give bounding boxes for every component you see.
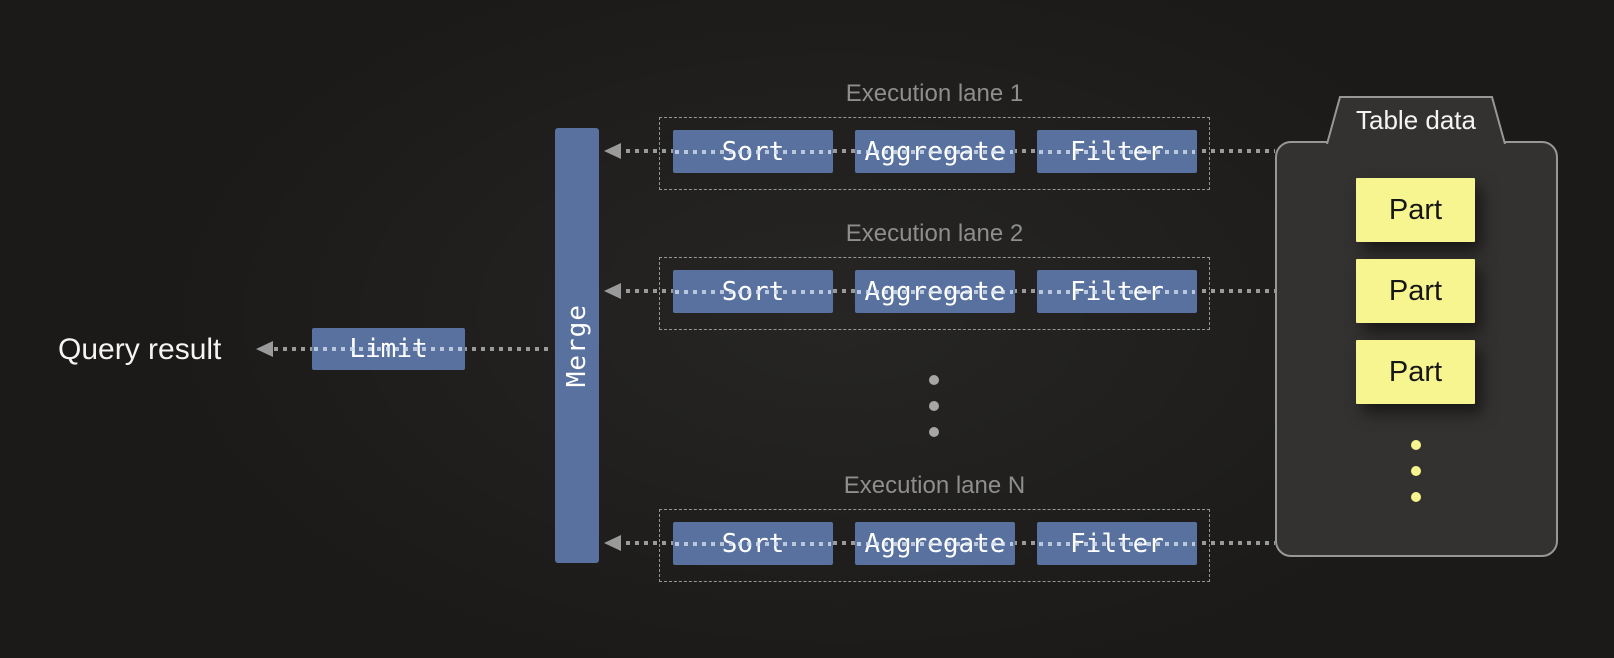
part-box: Part bbox=[1356, 340, 1475, 404]
merge-operator-bar: Merge bbox=[555, 128, 599, 563]
table-data-card: Part Part Part bbox=[1275, 141, 1558, 557]
ellipsis-dot bbox=[929, 427, 939, 437]
lane-title: Execution lane N bbox=[843, 472, 1026, 499]
aggregate-operator-box: Aggregate bbox=[855, 522, 1015, 565]
execution-lane-n: Execution lane N Sort Aggregate Filter bbox=[0, 471, 1614, 583]
part-box: Part bbox=[1356, 178, 1475, 242]
aggregate-operator-box: Aggregate bbox=[855, 270, 1015, 313]
sort-operator-box: Sort bbox=[673, 270, 833, 313]
sort-operator-box: Sort bbox=[673, 522, 833, 565]
lane-title: Execution lane 2 bbox=[845, 220, 1024, 247]
filter-operator-box: Filter bbox=[1037, 130, 1197, 173]
query-result-label: Query result bbox=[58, 333, 222, 366]
arrow-left-icon bbox=[604, 535, 621, 551]
merge-label: Merge bbox=[562, 303, 592, 388]
lane-title: Execution lane 1 bbox=[845, 80, 1024, 107]
lane-dashed-frame bbox=[659, 117, 1210, 190]
filter-operator-box: Filter bbox=[1037, 270, 1197, 313]
sort-operator-box: Sort bbox=[673, 130, 833, 173]
arrow-left-icon bbox=[604, 283, 621, 299]
arrow-left-icon bbox=[256, 341, 273, 357]
execution-lane-2: Execution lane 2 Sort Aggregate Filter bbox=[0, 219, 1614, 331]
limit-operator-box: Limit bbox=[312, 328, 465, 370]
table-data-folder-tab bbox=[1326, 96, 1506, 144]
execution-lane-1: Execution lane 1 Sort Aggregate Filter bbox=[0, 79, 1614, 191]
lane-dashed-frame bbox=[659, 509, 1210, 582]
lane-dashed-frame bbox=[659, 257, 1210, 330]
ellipsis-dot bbox=[929, 401, 939, 411]
part-box: Part bbox=[1356, 259, 1475, 323]
aggregate-operator-box: Aggregate bbox=[855, 130, 1015, 173]
arrow-left-icon bbox=[604, 143, 621, 159]
parts-ellipsis-dot bbox=[1411, 466, 1421, 476]
filter-operator-box: Filter bbox=[1037, 522, 1197, 565]
parts-ellipsis-dot bbox=[1411, 492, 1421, 502]
parts-ellipsis-dot bbox=[1411, 440, 1421, 450]
table-data-title: Table data bbox=[1356, 105, 1476, 135]
ellipsis-dot bbox=[929, 375, 939, 385]
